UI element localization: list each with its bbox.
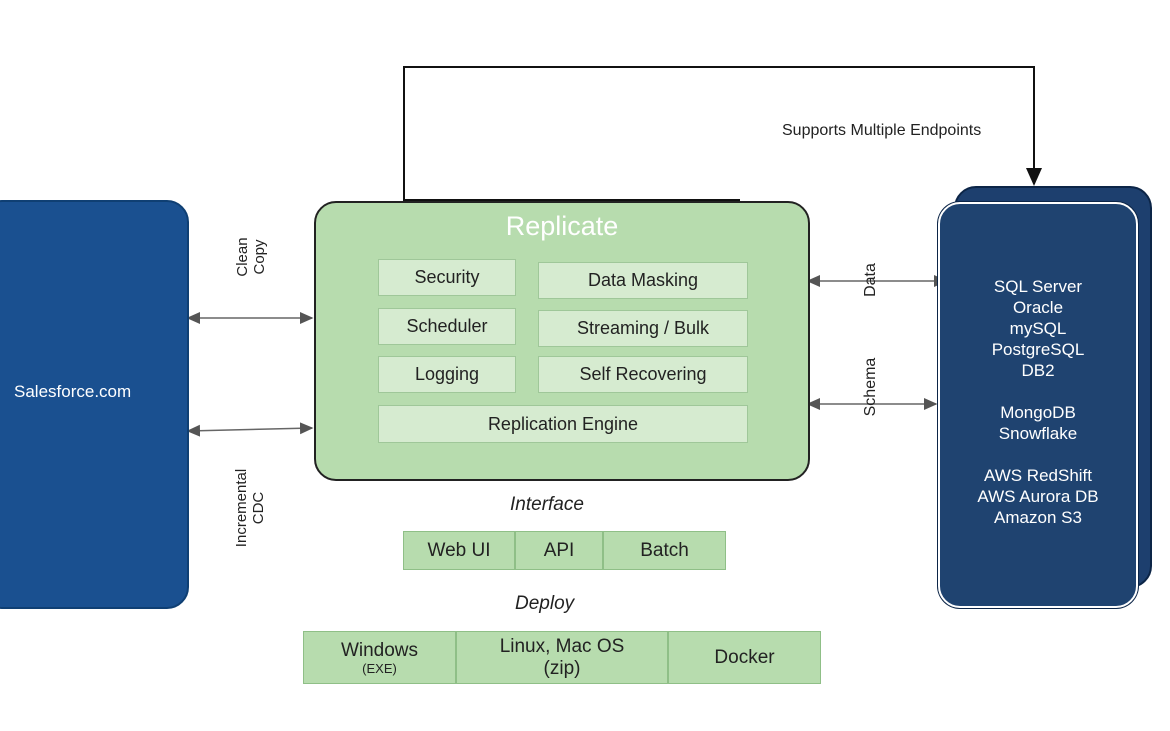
- interface-api: API: [515, 531, 603, 570]
- endpoint-aws-redshift: AWS RedShift: [983, 466, 1093, 485]
- deploy-docker: Docker: [668, 631, 821, 684]
- endpoint-mongodb: MongoDB: [1000, 403, 1076, 422]
- deploy-linux-label: Linux, Mac OS: [499, 635, 625, 657]
- incremental-cdc-arrow: [186, 422, 314, 437]
- clean-copy-line-2: Copy: [251, 239, 268, 275]
- clean-copy-label: Clean Copy: [234, 222, 268, 292]
- endpoint-aws-aurora-db: AWS Aurora DB: [977, 487, 1099, 506]
- interface-batch: Batch: [603, 531, 726, 570]
- interface-bar: Web UI API Batch: [403, 531, 726, 570]
- source-box: [0, 200, 189, 609]
- endpoint-mysql: mySQL: [1009, 319, 1067, 338]
- incremental-cdc-line-1: Incremental: [233, 468, 250, 548]
- deploy-windows-label: Windows: [340, 639, 419, 661]
- data-label: Data: [862, 263, 879, 297]
- endpoint-snowflake: Snowflake: [998, 424, 1078, 443]
- endpoint-sql-server: SQL Server: [993, 277, 1083, 296]
- incremental-cdc-line-2: CDC: [250, 491, 267, 525]
- endpoint-amazon-s3: Amazon S3: [994, 508, 1082, 527]
- endpoint-stack-front: [938, 202, 1138, 608]
- deploy-linux-mac: Linux, Mac OS (zip): [456, 631, 668, 684]
- endpoint-oracle: Oracle: [1012, 298, 1064, 317]
- source-label: Salesforce.com: [14, 382, 132, 401]
- deploy-label: Deploy: [515, 593, 575, 614]
- replicate-title: Replicate: [505, 211, 619, 241]
- feature-streaming-bulk: Streaming / Bulk: [538, 310, 748, 347]
- deploy-windows-sub: (EXE): [362, 660, 397, 676]
- incremental-cdc-label: Incremental CDC: [233, 458, 267, 558]
- feedback-label: Supports Multiple Endpoints: [782, 122, 982, 139]
- replication-engine: Replication Engine: [378, 405, 748, 443]
- schema-label: Schema: [862, 357, 879, 417]
- endpoint-postgresql: PostgreSQL: [991, 340, 1085, 359]
- endpoint-list: SQL Server Oracle mySQL PostgreSQL DB2 M…: [938, 276, 1138, 528]
- feature-self-recovering: Self Recovering: [538, 356, 748, 393]
- deploy-bar: Windows (EXE) Linux, Mac OS (zip) Docker: [303, 631, 821, 684]
- clean-copy-line-1: Clean: [234, 237, 251, 277]
- feature-data-masking: Data Masking: [538, 262, 748, 299]
- feature-scheduler: Scheduler: [378, 308, 516, 345]
- deploy-windows: Windows (EXE): [303, 631, 456, 684]
- feature-logging: Logging: [378, 356, 516, 393]
- deploy-linux-sub: (zip): [543, 657, 581, 679]
- interface-web-ui: Web UI: [403, 531, 515, 570]
- endpoint-db2: DB2: [1021, 361, 1055, 380]
- feature-security: Security: [378, 259, 516, 296]
- interface-label: Interface: [510, 494, 584, 515]
